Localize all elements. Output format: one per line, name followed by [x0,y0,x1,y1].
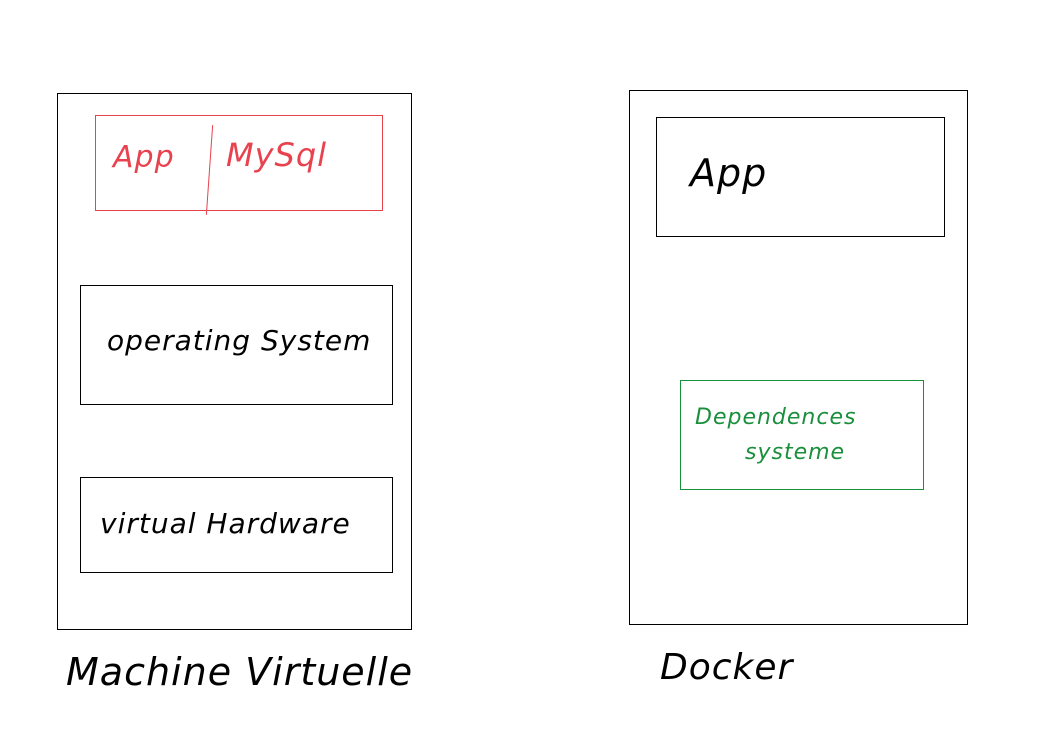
vm-app-box [95,115,383,211]
vm-mysql-label: MySql [226,136,328,174]
vm-title: Machine Virtuelle [66,650,414,694]
docker-deps-line1: Dependences [695,405,857,430]
docker-deps-line2: systeme [745,440,846,465]
vm-app-label: App [113,140,175,175]
vm-os-box [80,285,393,405]
docker-title: Docker [660,647,794,688]
vm-hardware-box [80,477,393,573]
docker-app-box [656,117,945,237]
vm-os-label: operating System [107,324,372,357]
vm-container [57,93,412,630]
docker-container [629,90,968,625]
vm-hardware-label: virtual Hardware [100,507,351,540]
docker-deps-box [680,380,924,490]
docker-app-label: App [690,151,768,195]
